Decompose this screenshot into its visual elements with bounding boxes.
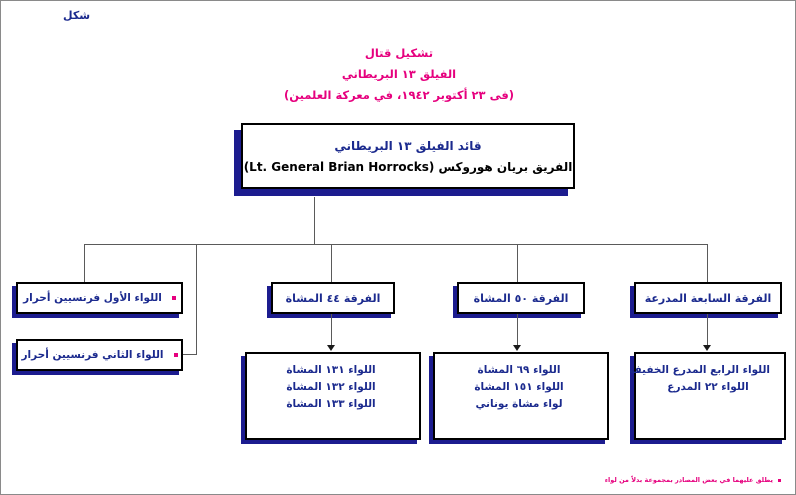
connector-drop-division-1 [331,244,332,282]
division-1-header-label: الفرقة ٤٤ المشاة [285,291,381,305]
connector-division-3-to-units [707,314,708,347]
division-1-unit-2: اللواء ١٣٢ المشاة [286,381,376,393]
title-line-3: (فى ٢٣ أكتوبر ١٩٤٢، في معركة العلمين) [283,88,514,102]
division-1-unit-3: اللواء ١٣٣ المشاة [286,398,376,410]
french-brigade-1-label: اللواء الأول فرنسيين أحرار [23,292,162,304]
commander-name: الفريق بريان هوروكس (Lt. General Brian H… [243,159,573,174]
chart-title-block: تشكيل قتال الفيلق ١٣ البريطاني (فى ٢٣ أك… [1,43,795,106]
division-2-unit-1: اللواء ٦٩ المشاة [477,364,561,376]
connector-drop-french-1 [84,244,85,282]
connector-division-2-to-units [517,314,518,347]
division-1-header-box[interactable]: الفرقة ٤٤ المشاة [271,282,395,314]
division-3-unit-1: اللواء الرابع المدرع الخفيف [629,364,770,376]
division-1-units-box[interactable]: اللواء ١٣١ المشاة اللواء ١٣٢ المشاة اللو… [245,352,421,440]
figure-label: شكل [63,9,91,22]
arrow-head-division-2 [513,345,521,351]
square-bullet-icon [173,353,178,357]
connector-bus-horizontal [84,244,707,245]
title-line-1: تشكيل قتال [364,46,434,60]
square-bullet-icon [171,296,176,300]
commander-role: قائد الفيلق ١٣ البريطاني [334,138,482,153]
square-bullet-icon [778,478,781,482]
connector-drop-division-2 [517,244,518,282]
french-brigade-1-box[interactable]: اللواء الأول فرنسيين أحرار [16,282,183,314]
commander-box[interactable]: قائد الفيلق ١٣ البريطاني الفريق بريان هو… [241,123,575,189]
footnote-text: يطلق عليهما في بعض المصادر بمجموعة بدلاً… [604,476,773,484]
arrow-head-division-3 [703,345,711,351]
division-3-header-box[interactable]: الفرقة السابعة المدرعة [634,282,782,314]
connector-drop-french-2 [196,244,197,354]
connector-trunk-vertical [314,197,315,245]
french-brigade-2-box[interactable]: اللواء الثاني فرنسيين أحرار [16,339,183,371]
connector-elbow-french-2 [179,354,197,355]
arrow-head-division-1 [327,345,335,351]
division-1-unit-1: اللواء ١٣١ المشاة [286,364,376,376]
division-2-unit-3: لواء مشاة يوناني [475,398,563,410]
division-3-units-box[interactable]: اللواء الرابع المدرع الخفيف اللواء ٢٢ ال… [629,352,786,440]
connector-drop-division-3 [707,244,708,282]
footnote: يطلق عليهما في بعض المصادر بمجموعة بدلاً… [605,476,781,484]
division-2-units-box[interactable]: اللواء ٦٩ المشاة اللواء ١٥١ المشاة لواء … [433,352,609,440]
division-3-header-label: الفرقة السابعة المدرعة [644,291,772,305]
french-brigade-2-label: اللواء الثاني فرنسيين أحرار [21,349,164,361]
division-3-unit-2: اللواء ٢٢ المدرع [667,381,749,393]
connector-division-1-to-units [331,314,332,347]
title-line-2: الفيلق ١٣ البريطاني [341,67,457,81]
division-2-header-label: الفرقة ٥٠ المشاة [473,291,569,305]
division-2-unit-2: اللواء ١٥١ المشاة [474,381,564,393]
division-2-header-box[interactable]: الفرقة ٥٠ المشاة [457,282,585,314]
